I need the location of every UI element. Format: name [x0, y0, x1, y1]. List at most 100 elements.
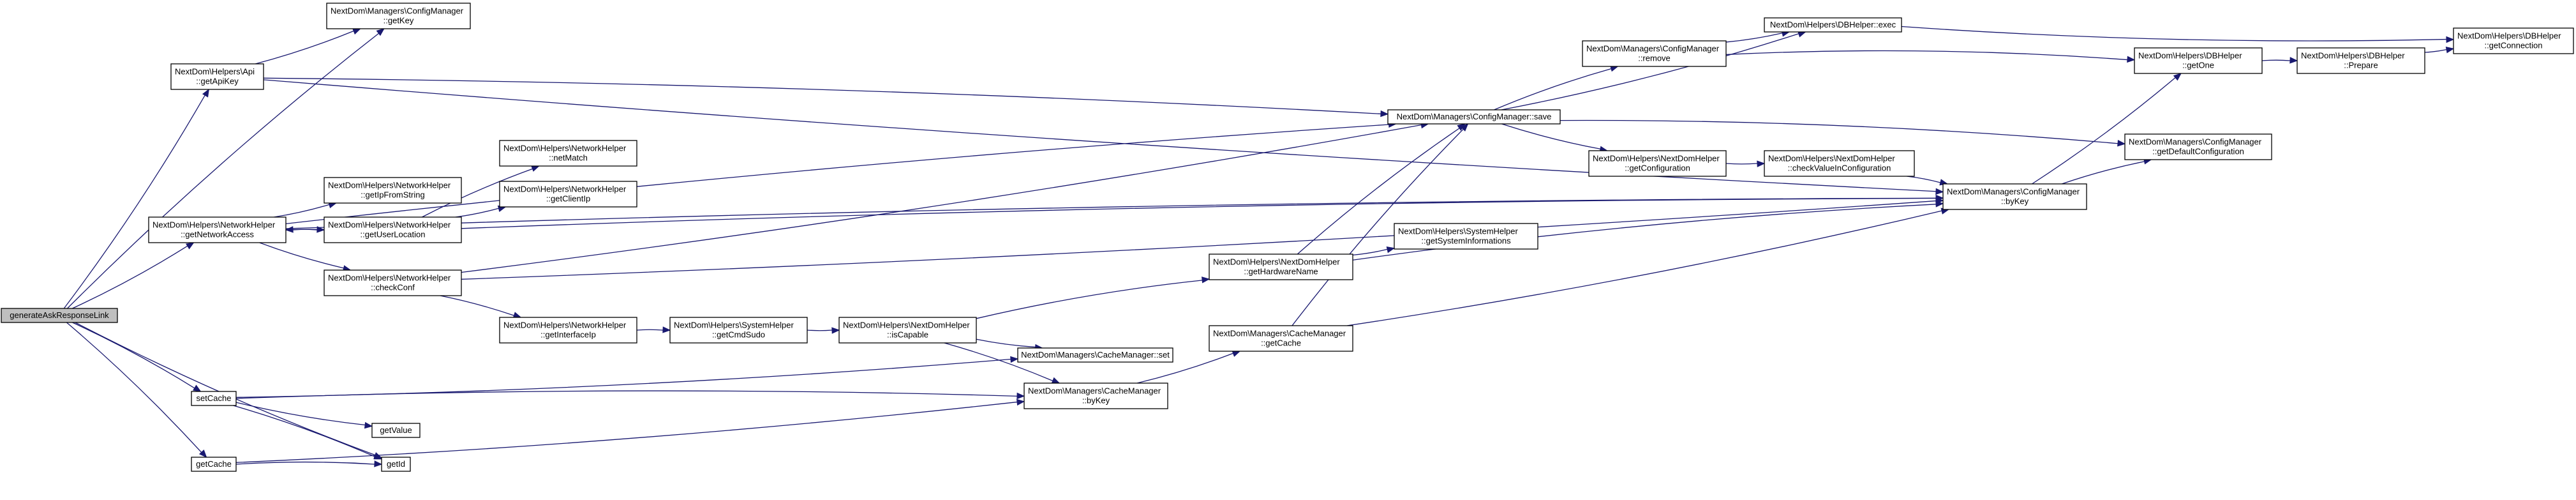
node-ndh_conf[interactable]: NextDom\Helpers\NextDomHelper::getConfig… — [1588, 150, 1727, 177]
node-cm_bykey[interactable]: NextDom\Managers\ConfigManager::byKey — [1942, 183, 2087, 210]
node-cm_getkey[interactable]: NextDom\Managers\ConfigManager::getKey — [326, 3, 471, 29]
node-getId[interactable]: getId — [381, 457, 411, 472]
node-cm_default[interactable]: NextDom\Managers\ConfigManager::getDefau… — [2124, 133, 2272, 160]
arrowhead-ndh_conf-to-ndh_check — [1757, 160, 1766, 167]
node-getCache[interactable]: getCache — [191, 457, 237, 472]
node-ndh_check[interactable]: NextDom\Helpers\NextDomHelper::checkValu… — [1764, 150, 1915, 177]
node-box-nh_ipfrom[interactable] — [324, 177, 462, 204]
arrowhead-gen-to-setCache — [192, 384, 202, 392]
node-box-getCache[interactable] — [191, 457, 237, 472]
node-box-sh_sysinfo[interactable] — [1394, 223, 1538, 250]
node-nh_netmatch[interactable]: NextDom\Helpers\NetworkHelper::netMatch — [499, 140, 637, 167]
node-box-cache_bykey[interactable] — [1024, 383, 1168, 409]
edge-ndh_check-to-cm_bykey — [1907, 176, 1941, 183]
node-box-gen[interactable] — [1, 308, 118, 323]
node-label-db_getone-line-1: ::getOne — [2182, 61, 2214, 70]
node-nh_iface[interactable]: NextDom\Helpers\NetworkHelper::getInterf… — [499, 317, 637, 344]
node-box-api[interactable] — [170, 63, 264, 90]
arrowhead-db_getone-to-db_prepare — [2289, 57, 2298, 64]
node-db_conn[interactable]: NextDom\Helpers\DBHelper::getConnection — [2453, 27, 2574, 54]
node-box-db_getone[interactable] — [2134, 47, 2263, 74]
node-box-cm_getkey[interactable] — [326, 3, 471, 29]
node-setCache[interactable]: setCache — [191, 391, 237, 406]
node-box-db_exec[interactable] — [1764, 17, 1902, 33]
node-db_exec[interactable]: NextDom\Helpers\DBHelper::exec — [1764, 17, 1902, 33]
node-label-ndh_capable-line-1: ::isCapable — [887, 330, 928, 340]
node-label-cache_bykey-line-0: NextDom\Managers\CacheManager — [1028, 386, 1161, 396]
call-edges — [63, 26, 2455, 467]
node-label-nh_check-line-0: NextDom\Helpers\NetworkHelper — [328, 273, 451, 283]
call-nodes: generateAskResponseLink NextDom\Helpers\A… — [1, 3, 2574, 472]
edge-gen-to-api — [63, 95, 205, 309]
node-label-cm_default-line-0: NextDom\Managers\ConfigManager — [2129, 137, 2262, 147]
node-nh_ipfrom[interactable]: NextDom\Helpers\NetworkHelper::getIpFrom… — [324, 177, 462, 204]
node-label-nh_iface-line-0: NextDom\Helpers\NetworkHelper — [503, 321, 627, 330]
node-box-db_prepare[interactable] — [2297, 47, 2425, 74]
node-box-nh_access[interactable] — [148, 216, 287, 243]
node-box-ndh_check[interactable] — [1764, 150, 1915, 177]
node-box-cm_default[interactable] — [2124, 133, 2272, 160]
node-nh_userloc[interactable]: NextDom\Helpers\NetworkHelper::getUserLo… — [324, 216, 462, 243]
node-db_prepare[interactable]: NextDom\Helpers\DBHelper::Prepare — [2297, 47, 2425, 74]
node-box-sh_sudo[interactable] — [669, 317, 808, 344]
node-box-cm_bykey[interactable] — [1942, 183, 2087, 210]
node-box-setCache[interactable] — [191, 391, 237, 406]
node-ndh_capable[interactable]: NextDom\Helpers\NextDomHelper::isCapable — [838, 317, 977, 344]
node-box-ndh_capable[interactable] — [838, 317, 977, 344]
node-api[interactable]: NextDom\Helpers\Api::getApiKey — [170, 63, 264, 90]
arrowhead-sh_sudo-to-ndh_capable — [831, 327, 840, 334]
arrowhead-setCache-to-getId — [373, 453, 383, 460]
node-box-cm_remove[interactable] — [1582, 40, 1727, 67]
node-cm_remove[interactable]: NextDom\Managers\ConfigManager::remove — [1582, 40, 1727, 67]
node-box-db_conn[interactable] — [2453, 27, 2574, 54]
node-box-ndh_conf[interactable] — [1588, 150, 1727, 177]
edge-api-to-cm_bykey — [263, 79, 1937, 192]
node-nh_check[interactable]: NextDom\Helpers\NetworkHelper::checkConf — [324, 269, 462, 296]
edge-getCache-to-cache_bykey — [235, 401, 1018, 463]
node-label-getCache-line-0: getCache — [196, 459, 232, 469]
node-box-nh_netmatch[interactable] — [499, 140, 637, 167]
node-label-ndh_hw-line-0: NextDom\Helpers\NextDomHelper — [1213, 257, 1340, 267]
node-nh_clientip[interactable]: NextDom\Helpers\NetworkHelper::getClient… — [499, 181, 637, 208]
node-label-nh_check-line-1: ::checkConf — [371, 283, 415, 292]
node-cache_set[interactable]: NextDom\Managers\CacheManager::set — [1017, 347, 1173, 363]
edge-nh_userloc-to-nh_netmatch — [422, 168, 533, 218]
edge-setCache-to-cache_set — [235, 358, 1011, 398]
node-db_getone[interactable]: NextDom\Helpers\DBHelper::getOne — [2134, 47, 2263, 74]
node-box-nh_iface[interactable] — [499, 317, 637, 344]
node-box-ndh_hw[interactable] — [1209, 254, 1353, 280]
node-box-getValue[interactable] — [371, 423, 421, 438]
node-gen[interactable]: generateAskResponseLink — [1, 308, 118, 323]
node-cache_bykey[interactable]: NextDom\Managers\CacheManager::byKey — [1024, 383, 1168, 409]
node-box-nh_check[interactable] — [324, 269, 462, 296]
node-label-db_getone-line-0: NextDom\Helpers\DBHelper — [2138, 51, 2242, 61]
node-ndh_hw[interactable]: NextDom\Helpers\NextDomHelper::getHardwa… — [1209, 254, 1353, 280]
node-label-gen-line-0: generateAskResponseLink — [10, 310, 109, 320]
node-label-cm_bykey-line-1: ::byKey — [2001, 197, 2029, 206]
node-label-sh_sysinfo-line-0: NextDom\Helpers\SystemHelper — [1398, 227, 1519, 236]
node-box-cache_get[interactable] — [1209, 325, 1353, 352]
edge-sh_sudo-to-ndh_capable — [807, 330, 833, 331]
node-label-nh_iface-line-1: ::getInterfaceIp — [540, 330, 596, 340]
node-sh_sudo[interactable]: NextDom\Helpers\SystemHelper::getCmdSudo — [669, 317, 808, 344]
node-box-cache_set[interactable] — [1017, 347, 1173, 363]
node-nh_access[interactable]: NextDom\Helpers\NetworkHelper::getNetwor… — [148, 216, 287, 243]
node-getValue[interactable]: getValue — [371, 423, 421, 438]
edge-getCache-to-getId — [235, 461, 375, 465]
node-box-nh_clientip[interactable] — [499, 181, 637, 208]
edge-nh_check-to-cm_bykey — [461, 200, 1937, 280]
node-cache_get[interactable]: NextDom\Managers\CacheManager::getCache — [1209, 325, 1353, 352]
node-label-ndh_capable-line-0: NextDom\Helpers\NextDomHelper — [843, 321, 970, 330]
node-sh_sysinfo[interactable]: NextDom\Helpers\SystemHelper::getSystemI… — [1394, 223, 1538, 250]
arrowhead-db_exec-to-db_conn — [2446, 36, 2455, 43]
node-box-nh_userloc[interactable] — [324, 216, 462, 243]
edge-cm_bykey-to-cm_default — [2062, 161, 2145, 185]
arrowhead-setCache-to-getValue — [364, 421, 373, 429]
edge-cm_save-to-db_exec — [1501, 33, 1799, 110]
node-label-nh_userloc-line-0: NextDom\Helpers\NetworkHelper — [328, 220, 451, 230]
node-label-nh_netmatch-line-1: ::netMatch — [549, 153, 588, 163]
node-box-cm_save[interactable] — [1387, 109, 1561, 125]
node-cm_save[interactable]: NextDom\Managers\ConfigManager::save — [1387, 109, 1561, 125]
edge-db_getone-to-db_prepare — [2261, 59, 2291, 61]
node-box-getId[interactable] — [381, 457, 411, 472]
